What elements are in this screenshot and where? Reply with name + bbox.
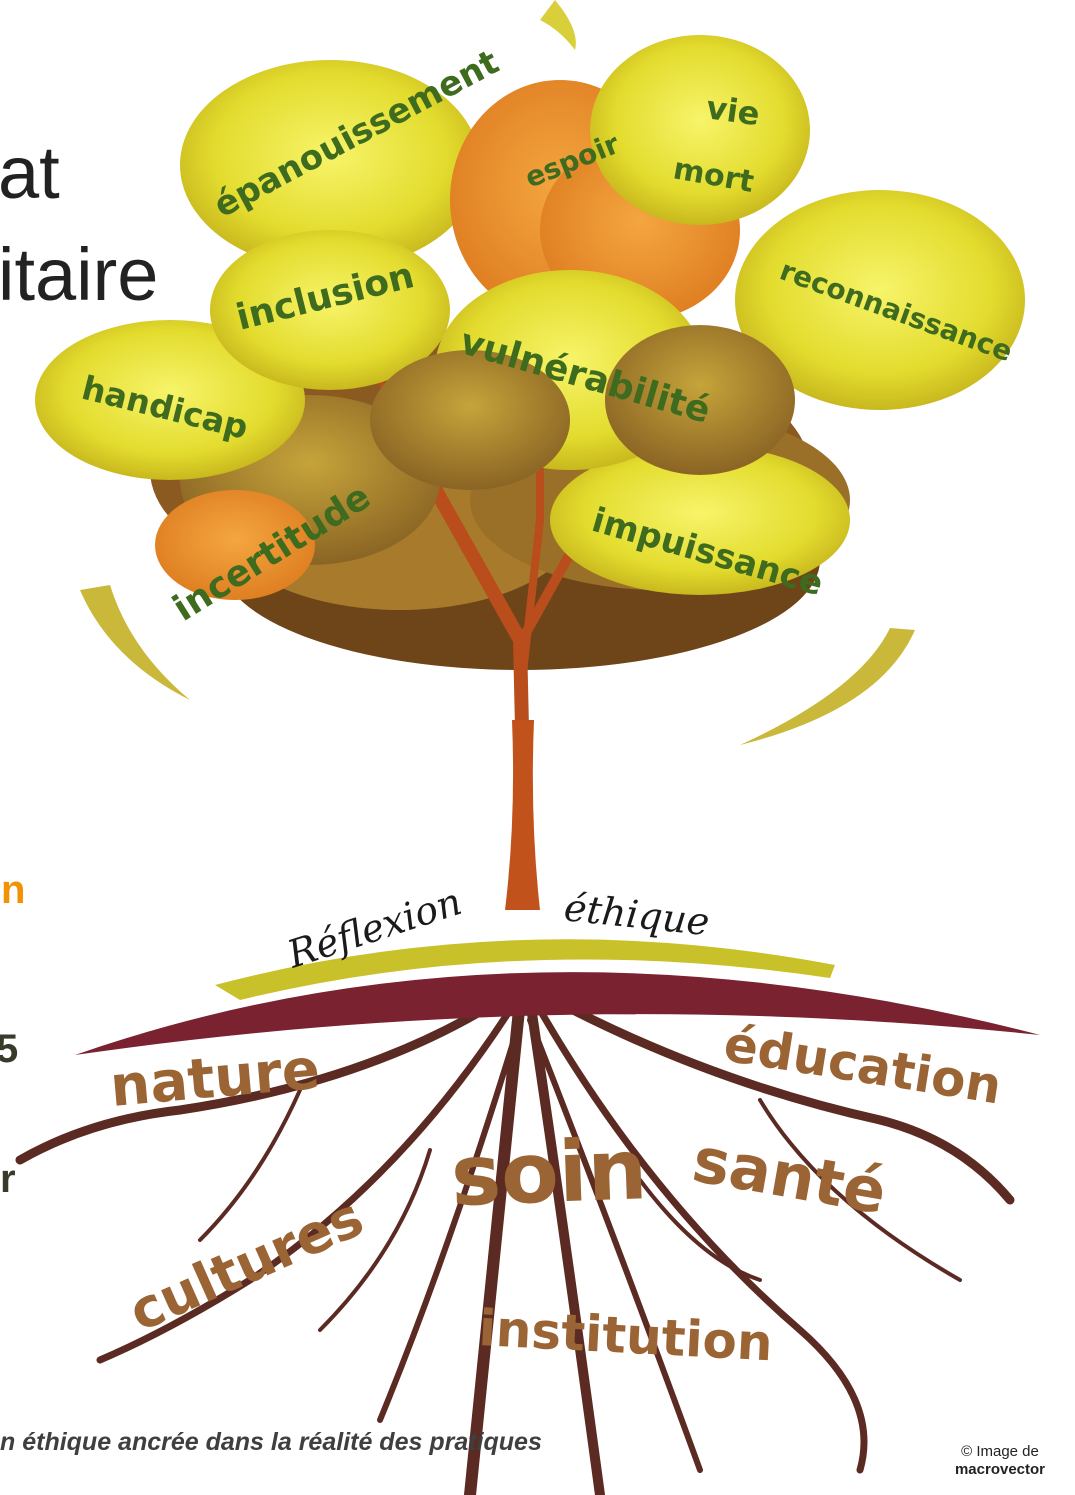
side-fragment-orange: n — [1, 868, 25, 912]
word-soin: soin — [449, 1120, 649, 1225]
canopy-foliage — [35, 35, 1025, 600]
heading-line-1: at — [0, 131, 60, 214]
caption: n éthique ancrée dans la réalité des pra… — [0, 1428, 542, 1456]
word-ethique: éthique — [562, 885, 711, 944]
ground-band — [75, 972, 1040, 1055]
word-cultures: cultures — [120, 1185, 373, 1344]
word-sante: santé — [687, 1123, 891, 1229]
image-credit: © Image de macrovector — [930, 1443, 1070, 1479]
heading-line-2: itaire — [0, 233, 158, 316]
swoosh-top — [540, 0, 576, 50]
tree-trunk — [505, 720, 540, 910]
side-fragment-number: 5 — [0, 1027, 18, 1071]
swoosh-right — [740, 628, 915, 745]
side-fragment-r: r — [0, 1157, 16, 1201]
credit-author: macrovector — [954, 1461, 1046, 1478]
word-institution: institution — [477, 1299, 774, 1372]
word-vie: vie — [704, 88, 762, 133]
roots — [15, 985, 1015, 1495]
swoosh-left — [80, 585, 190, 700]
credit-prefix: © Image de — [961, 1443, 1039, 1460]
word-education: éducation — [720, 1015, 1005, 1116]
ground-top — [215, 939, 835, 1000]
